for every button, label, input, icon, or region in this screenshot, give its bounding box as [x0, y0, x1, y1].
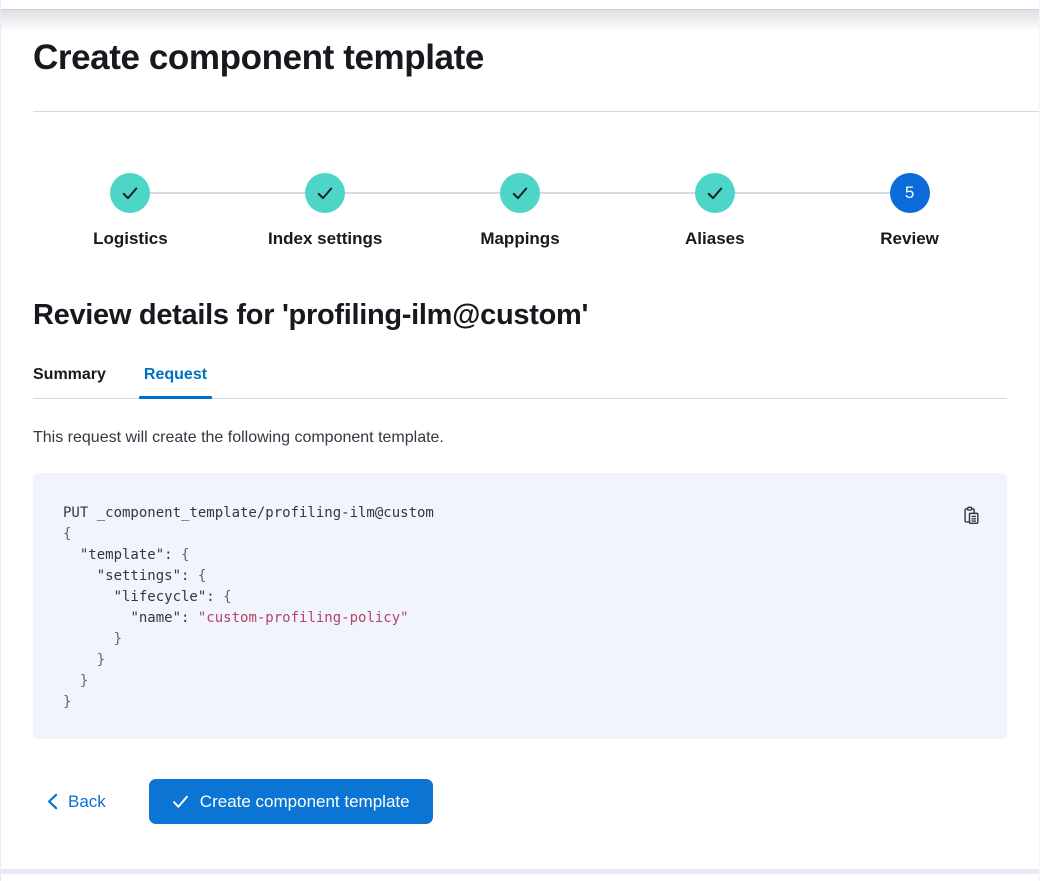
step-complete-check-icon: [110, 173, 151, 213]
code-line: "lifecycle": {: [113, 589, 232, 605]
tab-request[interactable]: Request: [138, 365, 213, 399]
code-line: }: [63, 673, 89, 689]
stepper-step-index-settings[interactable]: Index settings: [228, 173, 423, 251]
step-number-badge: 5: [889, 173, 930, 213]
code-line: }: [63, 631, 123, 647]
page-title: Create component template: [33, 38, 484, 77]
code-line: {: [63, 526, 72, 542]
chevron-left-icon: [46, 793, 59, 810]
check-icon: [172, 795, 189, 809]
review-heading: Review details for 'profiling-ilm@custom…: [33, 299, 589, 331]
code-line: "settings": {: [96, 568, 207, 584]
stepper-step-mappings[interactable]: Mappings: [423, 173, 618, 251]
code-line: }: [63, 694, 72, 710]
step-complete-check-icon: [499, 173, 540, 213]
code-line: "name": "custom-profiling-policy": [130, 610, 409, 626]
copy-to-clipboard-button[interactable]: [959, 505, 983, 529]
create-component-template-page: Create component template: [1, 0, 1039, 79]
step-complete-check-icon: [305, 173, 346, 213]
create-component-template-button[interactable]: Create component template: [148, 779, 433, 824]
request-code-block: PUT _component_template/profiling-ilm@cu…: [33, 473, 1007, 739]
step-label: Index settings: [268, 229, 383, 248]
back-button-label: Back: [68, 791, 106, 811]
step-label: Aliases: [685, 229, 745, 248]
step-complete-check-icon: [694, 173, 735, 213]
copy-clipboard-icon: [962, 506, 981, 528]
request-description: This request will create the following c…: [33, 429, 444, 446]
stepper-step-aliases[interactable]: Aliases: [617, 173, 812, 251]
review-tabs: Summary Request: [33, 365, 1007, 399]
code-lines: PUT _component_template/profiling-ilm@cu…: [63, 503, 947, 713]
code-line: PUT _component_template/profiling-ilm@cu…: [63, 505, 434, 521]
step-label: Review: [880, 229, 939, 248]
create-component-template-button-label: Create component template: [199, 791, 410, 811]
step-label: Logistics: [93, 229, 168, 248]
bottom-edge-band: [1, 869, 1039, 874]
footer-actions: Back Create component template: [33, 779, 1007, 824]
step-label: Mappings: [480, 229, 560, 248]
tab-summary[interactable]: Summary: [33, 365, 106, 398]
back-button[interactable]: Back: [46, 792, 106, 812]
code-line: "template": {: [79, 547, 190, 563]
stepper-step-logistics[interactable]: Logistics: [33, 173, 228, 251]
header-divider: [33, 111, 1039, 112]
code-line: }: [63, 652, 106, 668]
